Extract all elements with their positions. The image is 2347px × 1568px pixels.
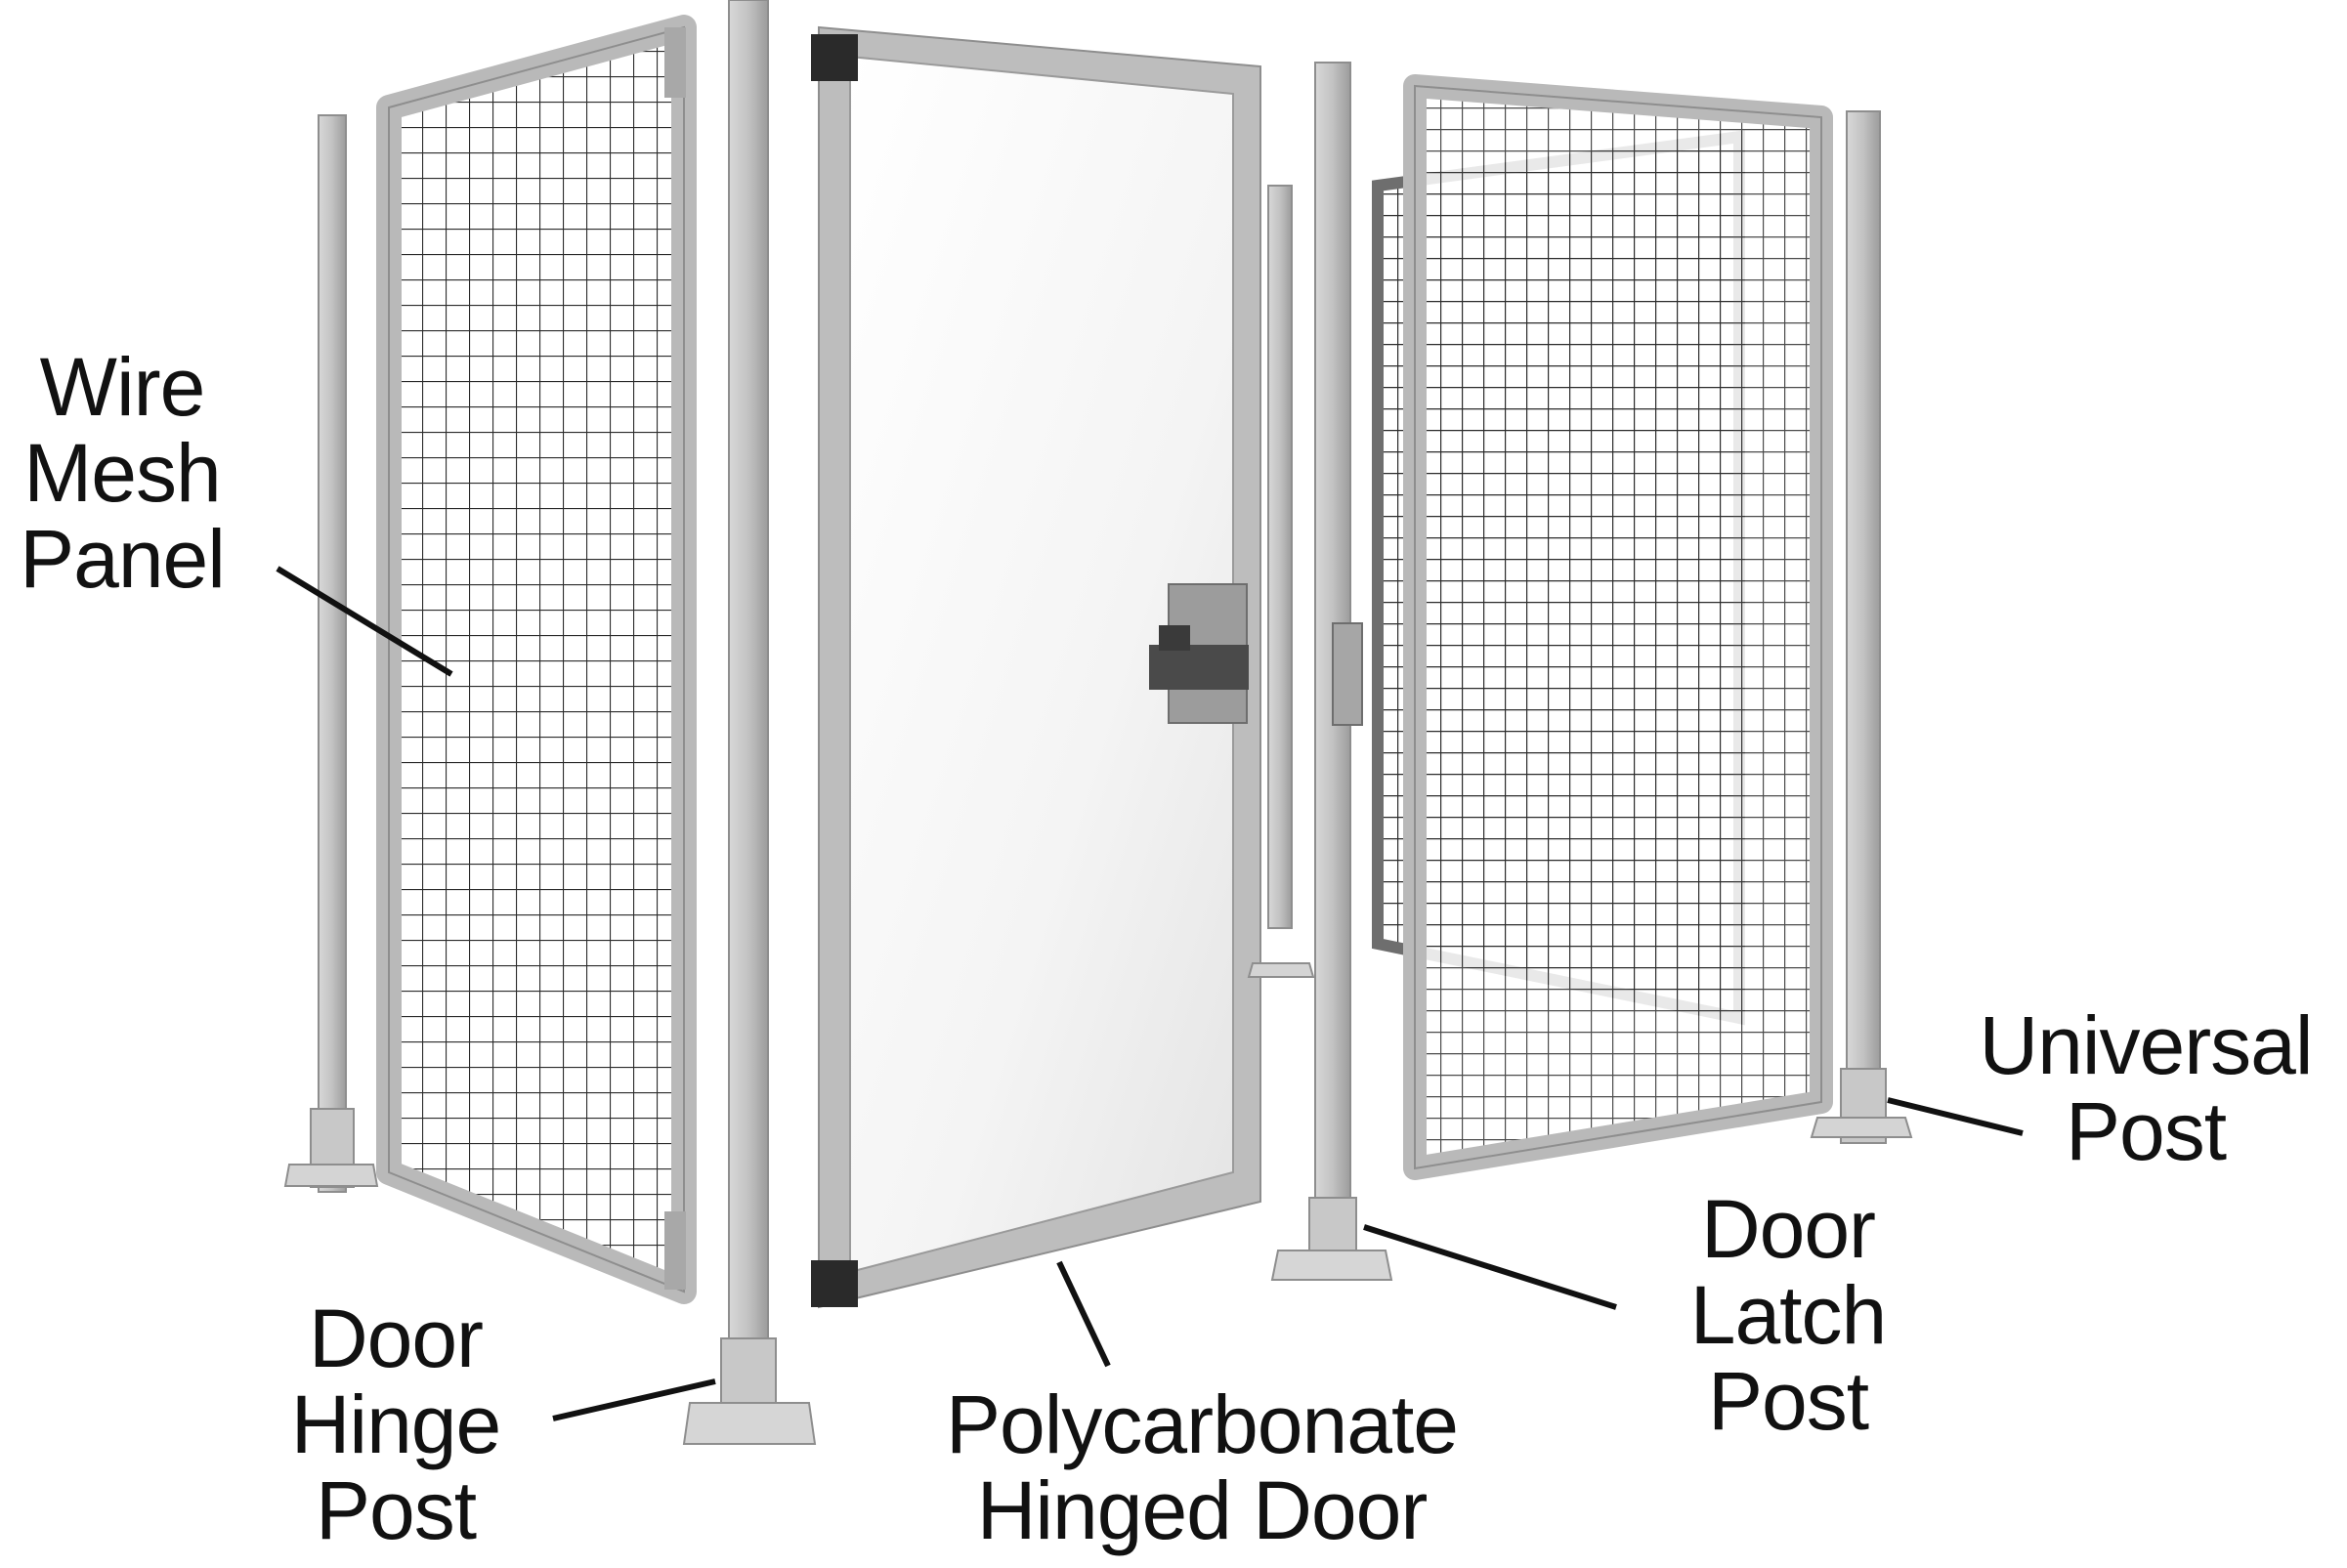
leader-polycarbonate-hinged-door bbox=[1056, 1260, 1111, 1368]
leader-lines bbox=[276, 566, 2024, 1421]
door-latch-post bbox=[1270, 62, 1393, 1281]
left-universal-post bbox=[283, 114, 379, 1193]
hinge-icon bbox=[811, 1260, 858, 1307]
polycarbonate-hinged-door bbox=[811, 25, 1261, 1309]
door-handle-icon bbox=[1149, 645, 1249, 690]
label-door-latch-post: Door Latch Post bbox=[1689, 1183, 1888, 1447]
door-hinge-post bbox=[682, 0, 817, 1445]
universal-post bbox=[1810, 110, 1913, 1144]
leader-universal-post bbox=[1887, 1097, 2024, 1136]
wire-mesh-panel-right bbox=[1403, 74, 1833, 1180]
label-wire-mesh-panel: Wire Mesh Panel bbox=[20, 341, 226, 605]
hinge-icon bbox=[811, 34, 858, 81]
leader-wire-mesh-panel bbox=[276, 566, 453, 677]
label-door-hinge-post: Door Hinge Post bbox=[290, 1293, 501, 1556]
leader-door-hinge-post bbox=[552, 1378, 716, 1421]
rear-post bbox=[1247, 185, 1315, 978]
wire-mesh-panel bbox=[376, 15, 697, 1304]
leader-door-latch-post bbox=[1363, 1224, 1617, 1310]
label-polycarbonate-hinged-door: Polycarbonate Hinged Door bbox=[945, 1378, 1459, 1556]
label-universal-post: Universal Post bbox=[1979, 999, 2313, 1177]
